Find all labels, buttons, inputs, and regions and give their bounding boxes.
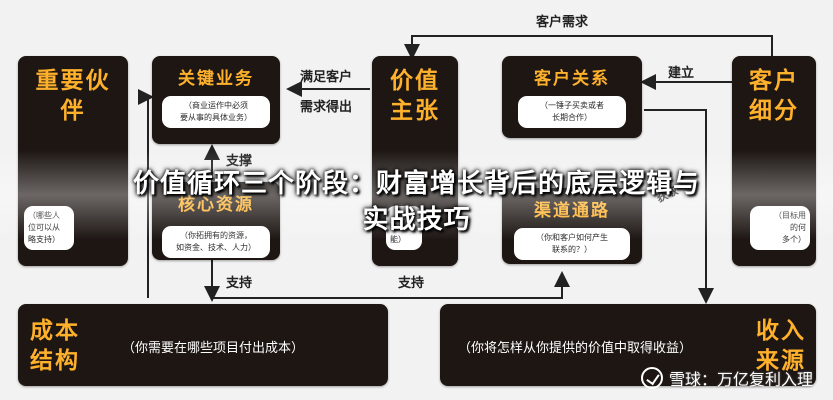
key-partners-box: 重要伙伴 （哪些人 位可以从 略支持） (18, 56, 128, 266)
watermark: 雪球：万亿复利入理 (640, 366, 813, 390)
support-left-loop (138, 89, 154, 298)
customer-demand-line (404, 35, 773, 60)
key-resources-title: 核心资源 (178, 195, 254, 215)
customer-relationships-title: 客户关系 (534, 69, 610, 89)
revenue-streams-title: 收入来源 (756, 318, 806, 374)
cost-structure-desc: （你需要在哪些项目付出成本） (122, 341, 305, 356)
key-activities-desc: （商业运作中必须 要从事的具体业务） (162, 96, 270, 128)
key-partners-desc: （哪些人 位可以从 略支持） (24, 206, 74, 250)
support-right-line (212, 271, 570, 299)
watermark-text: 雪球：万亿复利入理 (668, 370, 813, 389)
value-proposition-box: 价值主张 （你 能必 能） (372, 56, 458, 266)
value-proposition-title: 价值主张 (390, 68, 440, 124)
channels-box: 渠道通路 （你和客户如何产生 联系的？） (502, 188, 642, 264)
cost-structure-title: 成本结构 (30, 318, 80, 374)
customer-relationships-box: 客户关系 （一锤子买卖或者 长期合作） (502, 56, 642, 138)
channels-title: 渠道通路 (534, 201, 610, 221)
customer-segments-box: 客户细分 （目标用 的何 多个） (732, 56, 816, 266)
revenue-streams-desc: （你将怎样从你提供的价值中取得收益） (458, 341, 693, 356)
channels-desc: （你和客户如何产生 联系的？） (514, 228, 630, 260)
overlay-title-line2: 实战技巧 (362, 205, 471, 235)
value-proposition-desc: （你 能必 能） (386, 206, 422, 250)
support-left-label: 支持 (226, 276, 253, 291)
key-activities-title: 关键业务 (178, 69, 254, 89)
snowball-logo-icon (640, 367, 663, 389)
meet-customer-label: 满足客户 (300, 70, 353, 85)
support-top-label: 支撑 (226, 154, 253, 169)
customer-demand-label: 客户需求 (536, 15, 589, 30)
acquire-line (644, 109, 714, 304)
customer-segments-title: 客户细分 (749, 68, 799, 124)
key-activities-box: 关键业务 （商业运作中必须 要从事的具体业务） (152, 56, 280, 144)
demand-derived-label: 需求得出 (300, 100, 353, 115)
support-right-label: 支持 (398, 276, 425, 291)
customer-relationships-desc: （一锤子买卖或者 长期合作） (518, 96, 626, 128)
key-resources-box: 核心资源 （你拓拥有的资源， 如资金、技术、人力） (152, 182, 280, 260)
revenue-streams-box: （你将怎样从你提供的价值中取得收益） 收入来源 (440, 304, 816, 386)
customer-segments-desc: （目标用 的何 多个） (750, 206, 810, 250)
cost-structure-box: 成本结构 （你需要在哪些项目付出成本） (18, 304, 388, 386)
establish-label: 建立 (668, 66, 695, 81)
key-partners-title: 重要伙伴 (35, 68, 111, 124)
overlay-title-line1: 价值循环三个阶段：财富增长背后的底层逻辑与 (132, 169, 700, 199)
key-resources-desc: （你拓拥有的资源， 如资金、技术、人力） (162, 226, 270, 258)
